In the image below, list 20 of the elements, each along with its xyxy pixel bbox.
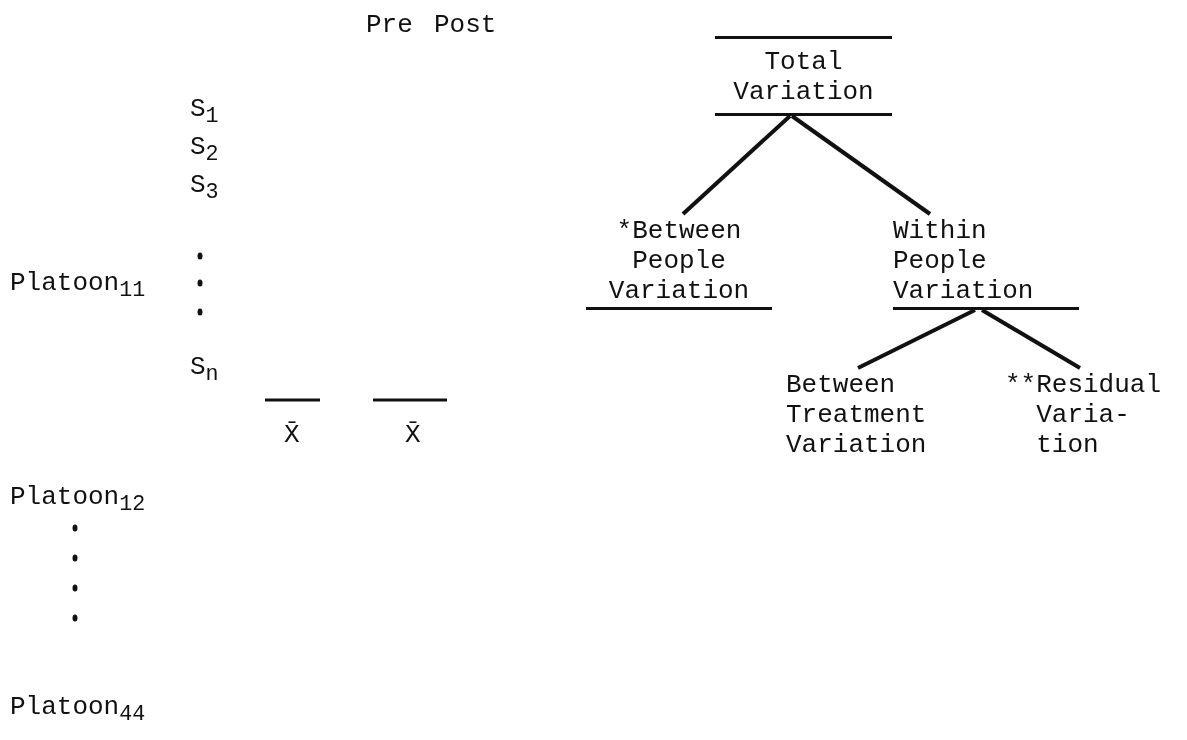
subject-label: S$_{3}$ <box>190 170 219 208</box>
column-heading: Pre <box>366 10 413 40</box>
mean-symbol: X̄ <box>405 420 421 450</box>
tree-branch-line <box>857 308 976 370</box>
tree-branch-line <box>980 308 1082 370</box>
subject-label: S$_{1}$ <box>190 94 219 132</box>
variation-term: **Residual Varia- tion <box>1005 368 1183 464</box>
total-variation-heading: Total Variation <box>715 36 892 116</box>
subject-label: S$_{2}$ <box>190 132 219 170</box>
subject-label: S$_{n}$ <box>190 352 219 390</box>
column-heading: Post <box>434 10 497 40</box>
tree-branch-line <box>790 114 932 216</box>
variation-term: Between Treatment Variation <box>786 368 956 464</box>
variation-term: *Between People Variation <box>586 214 772 310</box>
platoon-label: Platoon$_{44}$ <box>10 692 146 730</box>
tree-branch-line <box>681 114 792 216</box>
platoon-label: Platoon$_{12}$ <box>10 482 146 520</box>
platoon-label: Platoon$_{11}$ <box>10 268 146 306</box>
variation-term: Within People Variation <box>893 214 1079 310</box>
mean-symbol: X̄ <box>284 420 300 450</box>
